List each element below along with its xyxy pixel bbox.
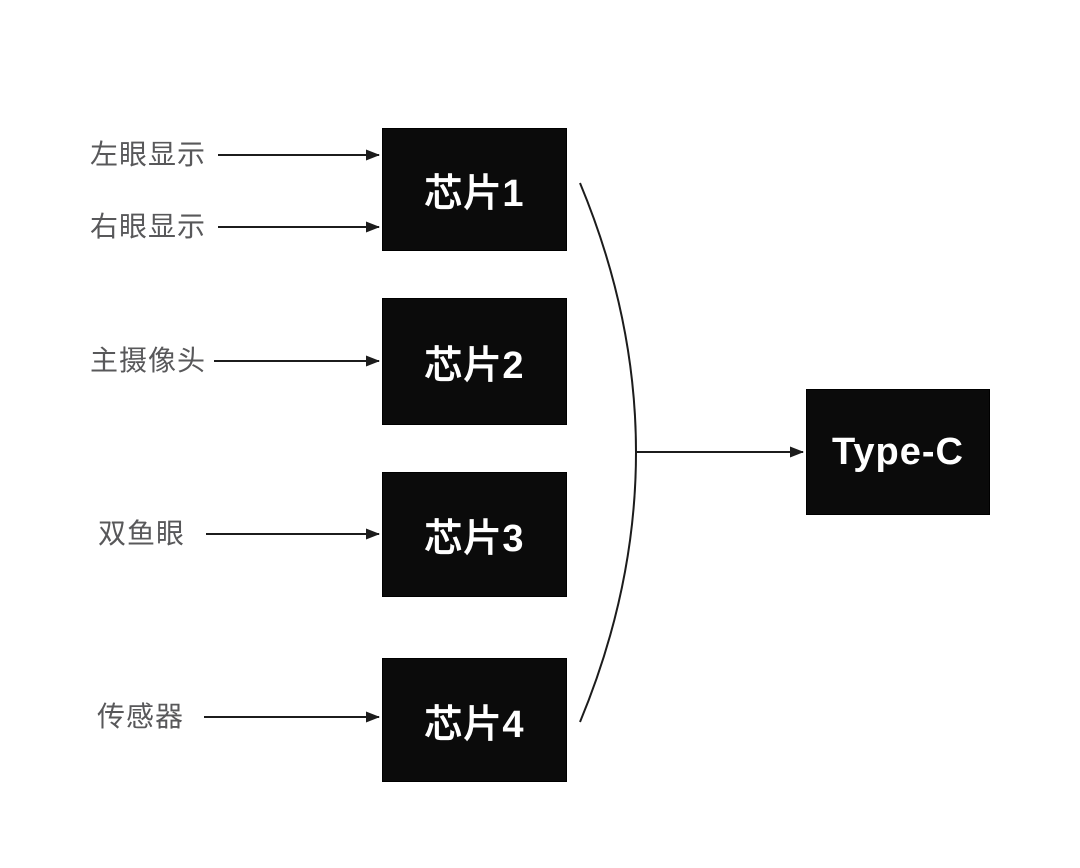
bracket-curve <box>579 182 637 723</box>
label-dual-fisheye: 双鱼眼 <box>98 518 186 549</box>
chip3-node: 芯片3 <box>382 472 567 597</box>
label-right-eye-display: 右眼显示 <box>90 211 207 242</box>
label-left-eye-display: 左眼显示 <box>90 139 207 170</box>
label-main-camera: 主摄像头 <box>90 345 207 376</box>
label-sensor: 传感器 <box>97 701 185 732</box>
chip1-node: 芯片1 <box>382 128 567 251</box>
chip2-node: 芯片2 <box>382 298 567 425</box>
chip4-node: 芯片4 <box>382 658 567 782</box>
typec-node: Type-C <box>806 389 990 515</box>
